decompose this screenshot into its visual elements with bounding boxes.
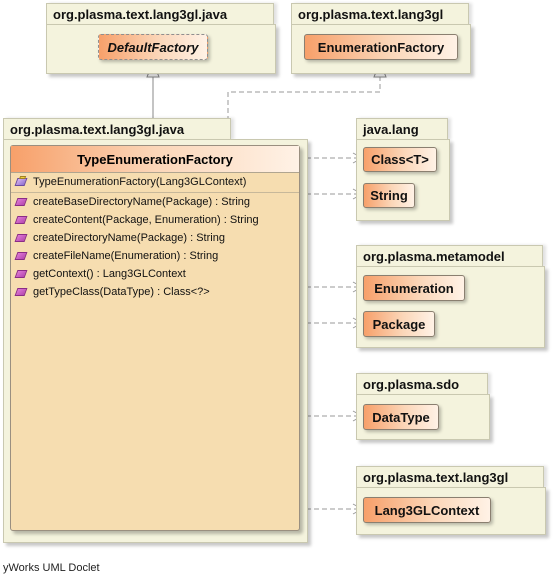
method-row[interactable]: createContent(Package, Enumeration) : St… [14, 214, 259, 226]
class-name: EnumerationFactory [317, 39, 445, 55]
class-name: Package [372, 316, 426, 332]
package-label: org.plasma.sdo [363, 377, 460, 392]
method-icon [14, 288, 28, 296]
method-icon [14, 234, 28, 242]
class-name: Class<T> [371, 152, 429, 167]
class-enumeration[interactable]: Enumeration [363, 275, 465, 301]
class-string[interactable]: String [363, 183, 415, 208]
package-tab-java-main: org.plasma.text.lang3gl.java [3, 118, 231, 140]
method-signature: getContext() : Lang3GLContext [33, 268, 186, 280]
class-header: TypeEnumerationFactory [11, 146, 299, 173]
method-icon [14, 252, 28, 260]
method-icon [14, 198, 28, 206]
class-lang3gl-context[interactable]: Lang3GLContext [363, 497, 491, 523]
package-label: java.lang [363, 122, 419, 137]
class-type-enumeration-factory[interactable]: TypeEnumerationFactory TypeEnumerationFa… [10, 145, 300, 531]
method-icon [14, 216, 28, 224]
class-name: Enumeration [374, 280, 454, 296]
class-name: String [370, 188, 408, 203]
package-label: org.plasma.text.lang3gl.java [10, 122, 185, 137]
class-data-type[interactable]: DataType [363, 404, 439, 430]
package-label: org.plasma.text.lang3gl.java [53, 7, 228, 22]
package-java-lang: Class<T> String [356, 139, 450, 221]
package-lang3gl-top: EnumerationFactory [291, 24, 471, 74]
package-label: org.plasma.text.lang3gl [363, 470, 509, 485]
package-label: org.plasma.metamodel [363, 249, 505, 264]
class-name: DefaultFactory [107, 39, 199, 55]
package-lang3gl-bottom: Lang3GLContext [356, 487, 546, 535]
package-tab-java-lang: java.lang [356, 118, 448, 140]
package-tab-lang3gl-bottom: org.plasma.text.lang3gl [356, 466, 544, 488]
footer-caption: yWorks UML Doclet [3, 562, 100, 574]
class-name: DataType [372, 409, 430, 425]
method-row[interactable]: getContext() : Lang3GLContext [14, 268, 186, 280]
package-tab-metamodel: org.plasma.metamodel [356, 245, 543, 267]
method-signature: getTypeClass(DataType) : Class<?> [33, 286, 210, 298]
class-class-t[interactable]: Class<T> [363, 147, 437, 172]
package-sdo: DataType [356, 394, 490, 440]
constructor-signature: TypeEnumerationFactory(Lang3GLContext) [33, 176, 247, 188]
method-signature: createDirectoryName(Package) : String [33, 232, 225, 244]
method-icon [14, 270, 28, 278]
class-default-factory[interactable]: DefaultFactory [98, 34, 208, 60]
package-metamodel: Enumeration Package [356, 266, 545, 348]
section-divider [11, 192, 299, 193]
class-enumeration-factory[interactable]: EnumerationFactory [304, 34, 458, 60]
package-java-top: DefaultFactory [46, 24, 276, 74]
method-signature: createContent(Package, Enumeration) : St… [33, 214, 259, 226]
method-signature: createBaseDirectoryName(Package) : Strin… [33, 196, 251, 208]
method-row[interactable]: createBaseDirectoryName(Package) : Strin… [14, 196, 251, 208]
constructor-row[interactable]: TypeEnumerationFactory(Lang3GLContext) [14, 176, 247, 188]
class-name: Lang3GLContext [374, 502, 480, 518]
method-row[interactable]: createDirectoryName(Package) : String [14, 232, 225, 244]
dependency-lines [298, 157, 362, 510]
method-row[interactable]: getTypeClass(DataType) : Class<?> [14, 286, 210, 298]
class-package[interactable]: Package [363, 311, 435, 337]
package-tab-lang3gl-top: org.plasma.text.lang3gl [291, 3, 469, 25]
method-row[interactable]: createFileName(Enumeration) : String [14, 250, 219, 262]
method-signature: createFileName(Enumeration) : String [33, 250, 219, 262]
class-name: TypeEnumerationFactory [77, 151, 233, 167]
package-label: org.plasma.text.lang3gl [298, 7, 444, 22]
package-tab-java-top: org.plasma.text.lang3gl.java [46, 3, 274, 25]
constructor-icon [14, 178, 28, 186]
package-tab-sdo: org.plasma.sdo [356, 373, 488, 395]
